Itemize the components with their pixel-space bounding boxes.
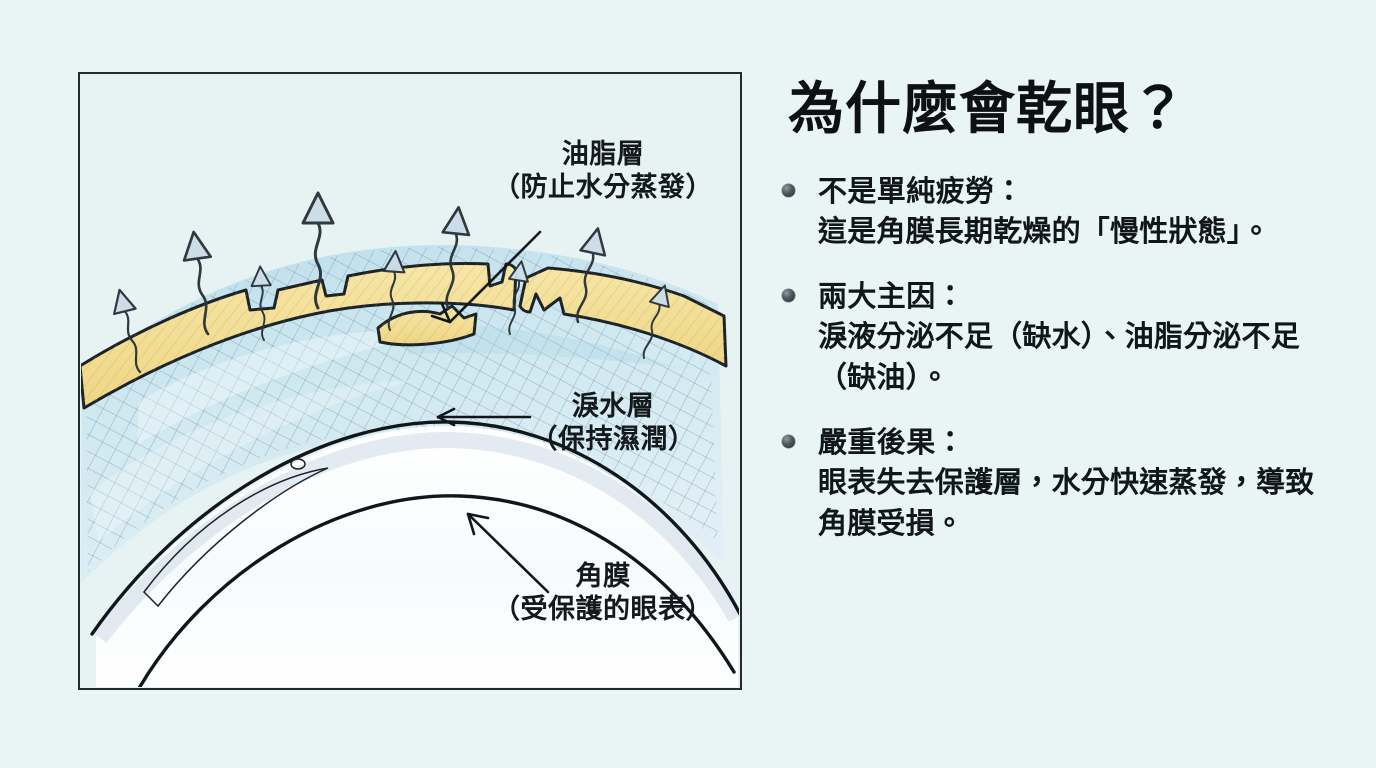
label-aqueous-subtitle: （保持濕潤） [530,423,696,454]
content-column: 為什麼會乾眼？ 不是單純疲勞： 這是角膜長期乾燥的「慢性狀態」。 兩大主因： 淚… [782,72,1342,692]
aqueous-leader-arrowhead [436,407,456,427]
bullet-heading: 兩大主因： [818,281,966,314]
label-cornea-subtitle: （受保護的眼表） [493,593,713,624]
label-aqueous-title: 淚水層 [571,391,655,421]
list-item: 嚴重後果： 眼表失去保護層，水分快速蒸發，導致角膜受損。 [782,424,1342,544]
label-lipid-title: 油脂層 [561,139,645,169]
bullet-heading: 不是單純疲勞： [818,175,1024,208]
bullet-heading: 嚴重後果： [818,427,966,460]
label-lipid-subtitle: （防止水分蒸發） [493,171,713,202]
bullet-body: 淚液分泌不足（缺水）、油脂分泌不足（缺油）。 [818,321,1300,394]
list-item: 不是單純疲勞： 這是角膜長期乾燥的「慢性狀態」。 [782,173,1342,252]
page-title: 為什麼會乾眼？ [788,77,1187,140]
label-aqueous-layer: 淚水層 （保持濕潤） [498,390,728,456]
label-cornea-title: 角膜 [575,561,631,591]
bullet-sphere-icon [782,435,795,449]
illustration-panel: 油脂層 （防止水分蒸發） 淚水層 （保持濕潤） 角膜 （受保護的眼表） [78,72,742,690]
cornea-shape [90,420,739,687]
list-item: 兩大主因： 淚液分泌不足（缺水）、油脂分泌不足（缺油）。 [782,278,1342,398]
bullet-body: 這是角膜長期乾燥的「慢性狀態」。 [818,215,1271,248]
lipid-leader-arrowhead [430,302,452,324]
bullet-sphere-icon [782,289,795,303]
label-cornea: 角膜 （受保護的眼表） [478,560,728,626]
tear-film-diagram [81,75,739,687]
label-lipid-layer: 油脂層 （防止水分蒸發） [478,138,728,204]
cornea-leader-line [466,512,550,594]
annotation-leaders [430,230,550,594]
bullet-list: 不是單純疲勞： 這是角膜長期乾燥的「慢性狀態」。 兩大主因： 淚液分泌不足（缺水… [782,173,1342,545]
cornea-leader-arrowhead [466,512,490,536]
bullet-sphere-icon [782,183,795,197]
bullet-body: 眼表失去保護層，水分快速蒸發，導致角膜受損。 [818,467,1315,540]
lipid-leader-line [448,230,542,324]
